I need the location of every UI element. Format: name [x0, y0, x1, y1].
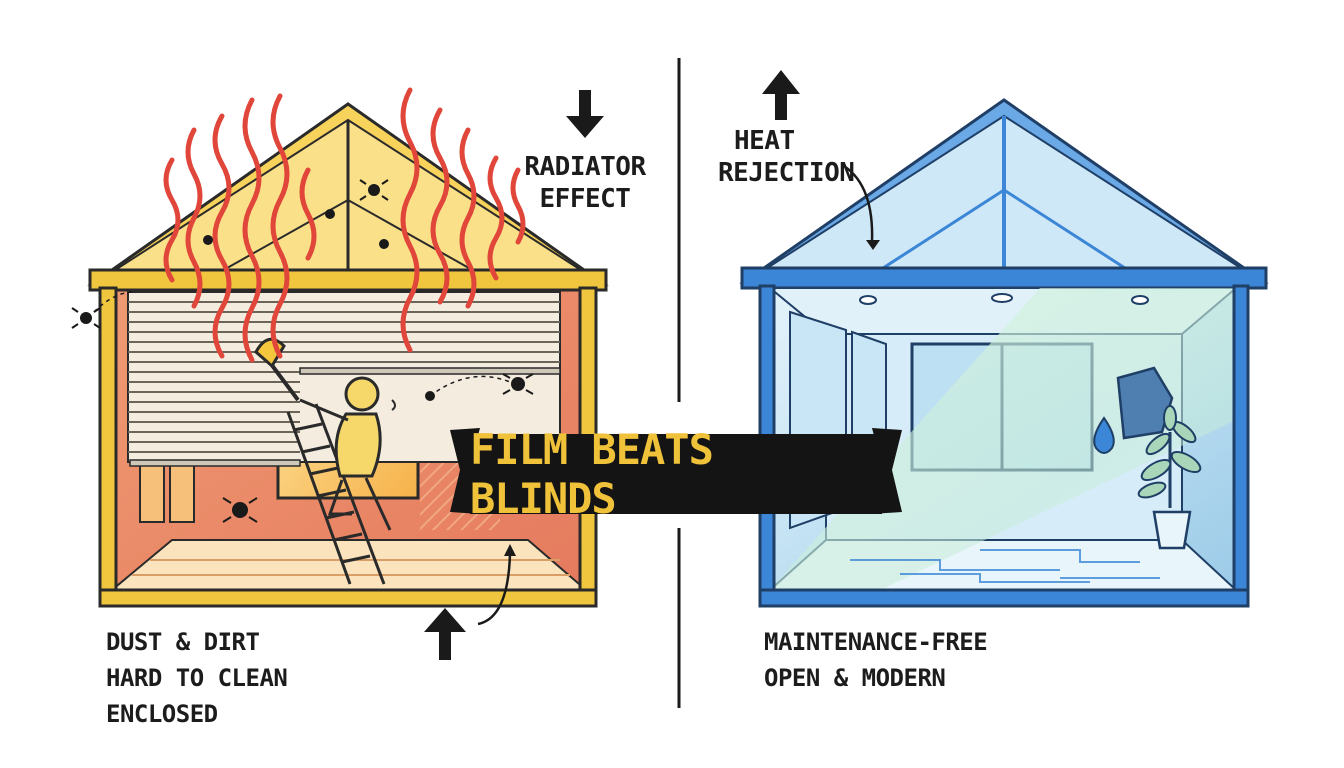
spider-icon: [71, 179, 534, 523]
curved-arrow-icon: [477, 553, 512, 626]
heat-waves: [163, 87, 526, 363]
left-issues-list: DUST & DIRT HARD TO CLEAN ENCLOSED: [106, 628, 288, 728]
benefit-item: OPEN & MODERN: [764, 664, 946, 692]
radiator-effect-label: RADIATOR EFFECT: [520, 154, 650, 212]
up-arrow-icon: [424, 608, 466, 660]
banner-title: FILM BEATS BLINDS: [470, 425, 714, 523]
callout-line: HEAT: [734, 126, 795, 156]
up-arrow-icon: [762, 70, 800, 120]
issue-item: DUST & DIRT: [106, 628, 260, 656]
callout-line: REJECTION: [718, 158, 855, 188]
left-house: [71, 87, 609, 608]
right-house: [739, 98, 1269, 608]
benefit-item: MAINTENANCE-FREE: [764, 628, 988, 656]
curved-arrow-icon: [843, 164, 874, 243]
plant-icon: [1137, 405, 1202, 550]
water-drop-icon: [1093, 416, 1115, 454]
right-benefits-list: MAINTENANCE-FREE OPEN & MODERN: [764, 628, 988, 692]
callout-line: RADIATOR: [524, 152, 646, 182]
issue-item: ENCLOSED: [106, 700, 218, 728]
banner-ribbon: [450, 428, 902, 514]
ladder: [286, 403, 386, 585]
person-cleaning-icon: [254, 337, 396, 531]
issue-item: HARD TO CLEAN: [106, 664, 288, 692]
down-arrow-icon: [566, 90, 604, 138]
callout-line: EFFECT: [539, 184, 631, 214]
heat-rejection-label: HEAT REJECTION: [718, 126, 855, 188]
